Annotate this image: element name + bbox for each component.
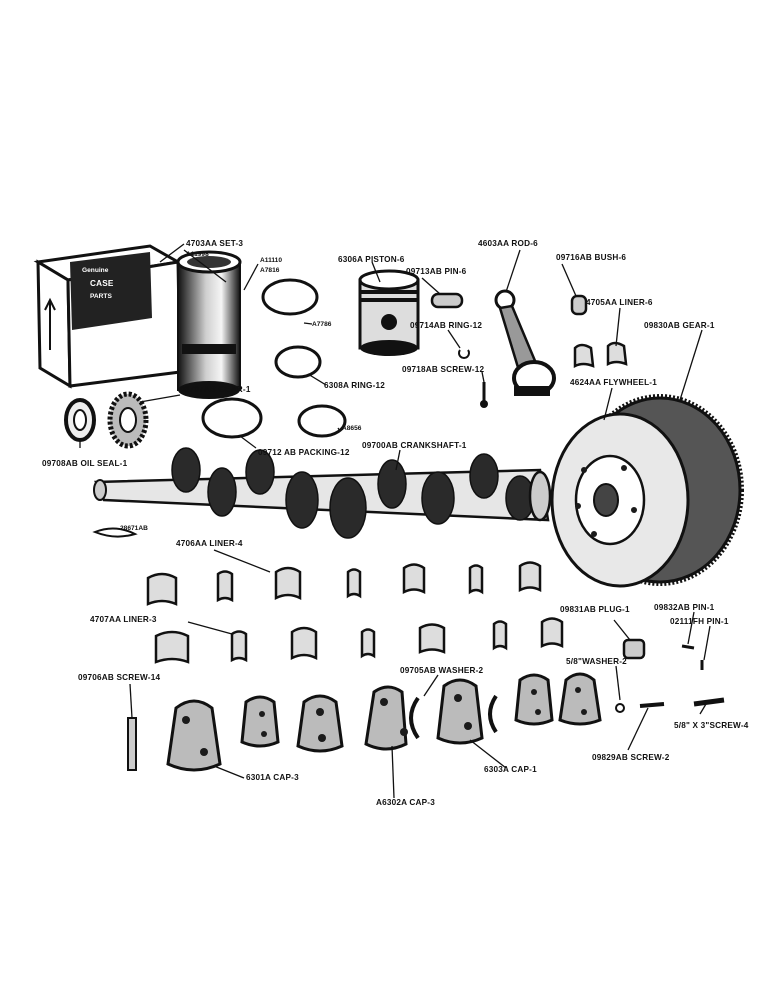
- main-bearing-liners-lower: [154, 617, 564, 664]
- label-ring6308: 6308A RING-12: [324, 381, 385, 390]
- label-rod: 4603AA ROD-6: [478, 239, 538, 248]
- box-logo-line-3: PARTS: [90, 293, 112, 300]
- cap-holes: [182, 687, 587, 756]
- label-liner4: 4706AA LINER-4: [176, 539, 243, 548]
- label-ring-c: A7786: [312, 321, 332, 328]
- bolt-long: [693, 697, 725, 707]
- rod-bearing-liners: [573, 341, 628, 369]
- box-logo-line-2: CASE: [90, 279, 114, 288]
- label-pin1b: 02111FH PIN-1: [670, 617, 729, 626]
- rod-bush: [570, 294, 588, 316]
- washer: [615, 703, 625, 713]
- label-set-sub: A11998: [186, 251, 209, 258]
- label-screw2: 09829AB SCREW-2: [592, 753, 670, 762]
- label-ring-a: A11110: [260, 257, 282, 264]
- piston-pin: [430, 292, 464, 309]
- label-screw4: 5/8" X 3"SCREW-4: [674, 721, 749, 730]
- label-liner6: 4705AA LINER-6: [586, 298, 653, 307]
- label-plug: 09831AB PLUG-1: [560, 605, 630, 614]
- label-cap1: 6303A CAP-1: [484, 765, 537, 774]
- snap-ring: [458, 349, 470, 359]
- crankshaft: [93, 447, 552, 539]
- label-gear: 09707AB GEAR-1: [180, 385, 251, 394]
- dowel-pin: [681, 644, 695, 650]
- label-crankshaft: 09700AB CRANKSHAFT-1: [362, 441, 467, 450]
- label-washer2: 5/8"WASHER-2: [566, 657, 627, 666]
- rod-bolt: [480, 382, 488, 408]
- part-labels: 4703AA SET-3 A11998 A11110 A7816 A7786 6…: [42, 239, 749, 807]
- label-cap3b: A6302A CAP-3: [376, 798, 435, 807]
- label-flywheel: 4624AA FLYWHEEL-1: [570, 378, 657, 387]
- timing-gear: [107, 391, 149, 449]
- main-bearing-liners-upper: [146, 561, 542, 606]
- label-ring12: 09714AB RING-12: [410, 321, 482, 330]
- oil-seal: [64, 398, 96, 442]
- label-screw12: 09718AB SCREW-12: [402, 365, 484, 374]
- oil-plug: [622, 638, 646, 660]
- label-gear-fly: 09830AB GEAR-1: [644, 321, 715, 330]
- piston: [358, 269, 420, 356]
- thrust-washers: [409, 694, 498, 740]
- label-piston: 6306A PISTON-6: [338, 255, 405, 264]
- label-oil-seal: 09708AB OIL SEAL-1: [42, 459, 128, 468]
- label-packing: 09712 AB PACKING-12: [258, 448, 350, 457]
- box-logo-line-1: Genuine: [82, 267, 109, 274]
- seal-rings: [201, 278, 347, 439]
- label-liner3: 4707AA LINER-3: [90, 615, 157, 624]
- main-bearing-caps: [166, 672, 602, 772]
- label-screw14: 09706AB SCREW-14: [78, 673, 160, 682]
- label-pin: 09713AB PIN-6: [406, 267, 467, 276]
- flywheel: [550, 394, 744, 588]
- label-ring-d: A8656: [342, 425, 362, 432]
- label-cap3: 6301A CAP-3: [246, 773, 299, 782]
- parts-box: Genuine CASE PARTS: [33, 244, 183, 389]
- bolt-small: [639, 702, 665, 708]
- long-screw: [127, 717, 137, 771]
- woodruff-key: [92, 527, 138, 538]
- leader-lines: [79, 243, 711, 799]
- cylinder-sleeve: [176, 250, 242, 399]
- label-ring-b: A7816: [260, 267, 280, 274]
- label-pin1: 09832AB PIN-1: [654, 603, 715, 612]
- label-set: 4703AA SET-3: [186, 239, 243, 248]
- label-bush: 09716AB BUSH-6: [556, 253, 626, 262]
- connecting-rod: [494, 289, 556, 396]
- label-key: 28671AB: [120, 525, 148, 532]
- label-washer: 09705AB WASHER-2: [400, 666, 484, 675]
